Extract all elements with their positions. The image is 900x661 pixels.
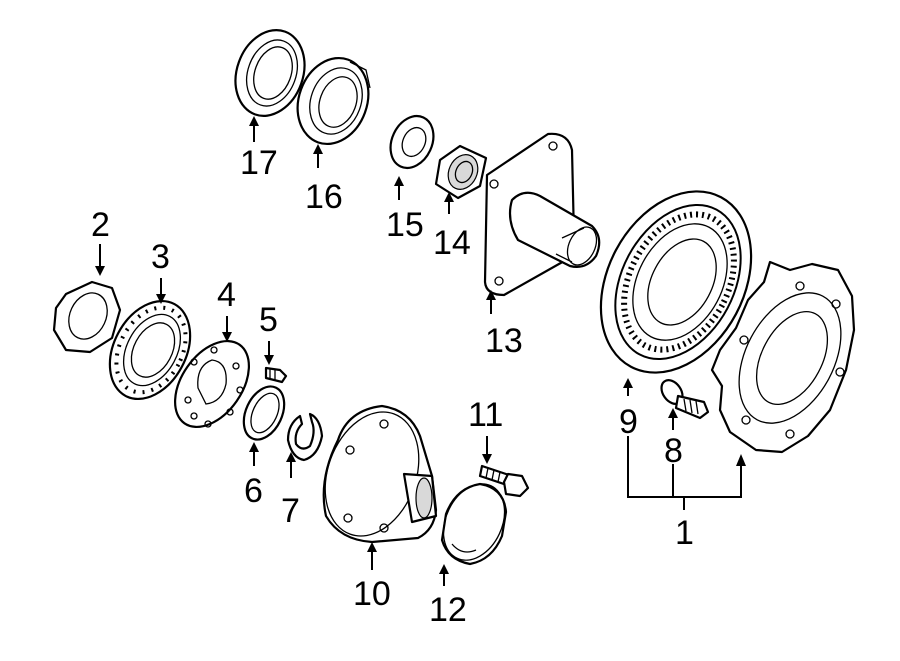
part-11-bolt bbox=[478, 464, 530, 498]
callout-16: 16 bbox=[305, 178, 343, 216]
part-7-snap-ring bbox=[286, 412, 324, 462]
callout-10: 10 bbox=[353, 575, 391, 613]
callout-5: 5 bbox=[259, 301, 278, 339]
callout-labels: 17 16 15 14 13 2 3 4 5 6 7 10 11 12 9 8 … bbox=[91, 144, 694, 629]
callout-8: 8 bbox=[664, 432, 683, 470]
callout-6: 6 bbox=[244, 472, 263, 510]
part-6-spacer-ring bbox=[242, 385, 286, 441]
part-14-needle-bearing bbox=[434, 144, 488, 200]
callout-12: 12 bbox=[429, 591, 467, 629]
callout-15: 15 bbox=[386, 206, 424, 244]
part-2-lock-nut bbox=[52, 280, 122, 354]
part-1-hub-flange bbox=[710, 260, 856, 454]
part-12-cap bbox=[440, 482, 508, 566]
part-15-washer bbox=[389, 115, 435, 169]
leader-arrows bbox=[95, 116, 746, 586]
callout-13: 13 bbox=[485, 322, 523, 360]
callout-3: 3 bbox=[151, 238, 170, 276]
part-8-wheel-stud bbox=[660, 379, 710, 420]
part-13-spindle bbox=[483, 132, 601, 297]
callout-7: 7 bbox=[281, 492, 300, 530]
callout-17: 17 bbox=[240, 144, 278, 182]
callout-9: 9 bbox=[619, 403, 638, 441]
callout-14: 14 bbox=[433, 224, 471, 262]
part-5-screw bbox=[264, 366, 288, 384]
callout-2: 2 bbox=[91, 206, 110, 244]
part-16-bearing bbox=[296, 56, 371, 146]
callout-1: 1 bbox=[675, 514, 694, 552]
part-3-bearing-ring bbox=[108, 299, 192, 401]
part-10-wheel-hub bbox=[322, 404, 438, 544]
callout-4: 4 bbox=[217, 276, 236, 314]
callout-11: 11 bbox=[468, 396, 503, 434]
part-4-lock-washer bbox=[173, 339, 251, 429]
part-9-tone-ring bbox=[599, 190, 753, 374]
part-17-seal bbox=[234, 29, 306, 117]
